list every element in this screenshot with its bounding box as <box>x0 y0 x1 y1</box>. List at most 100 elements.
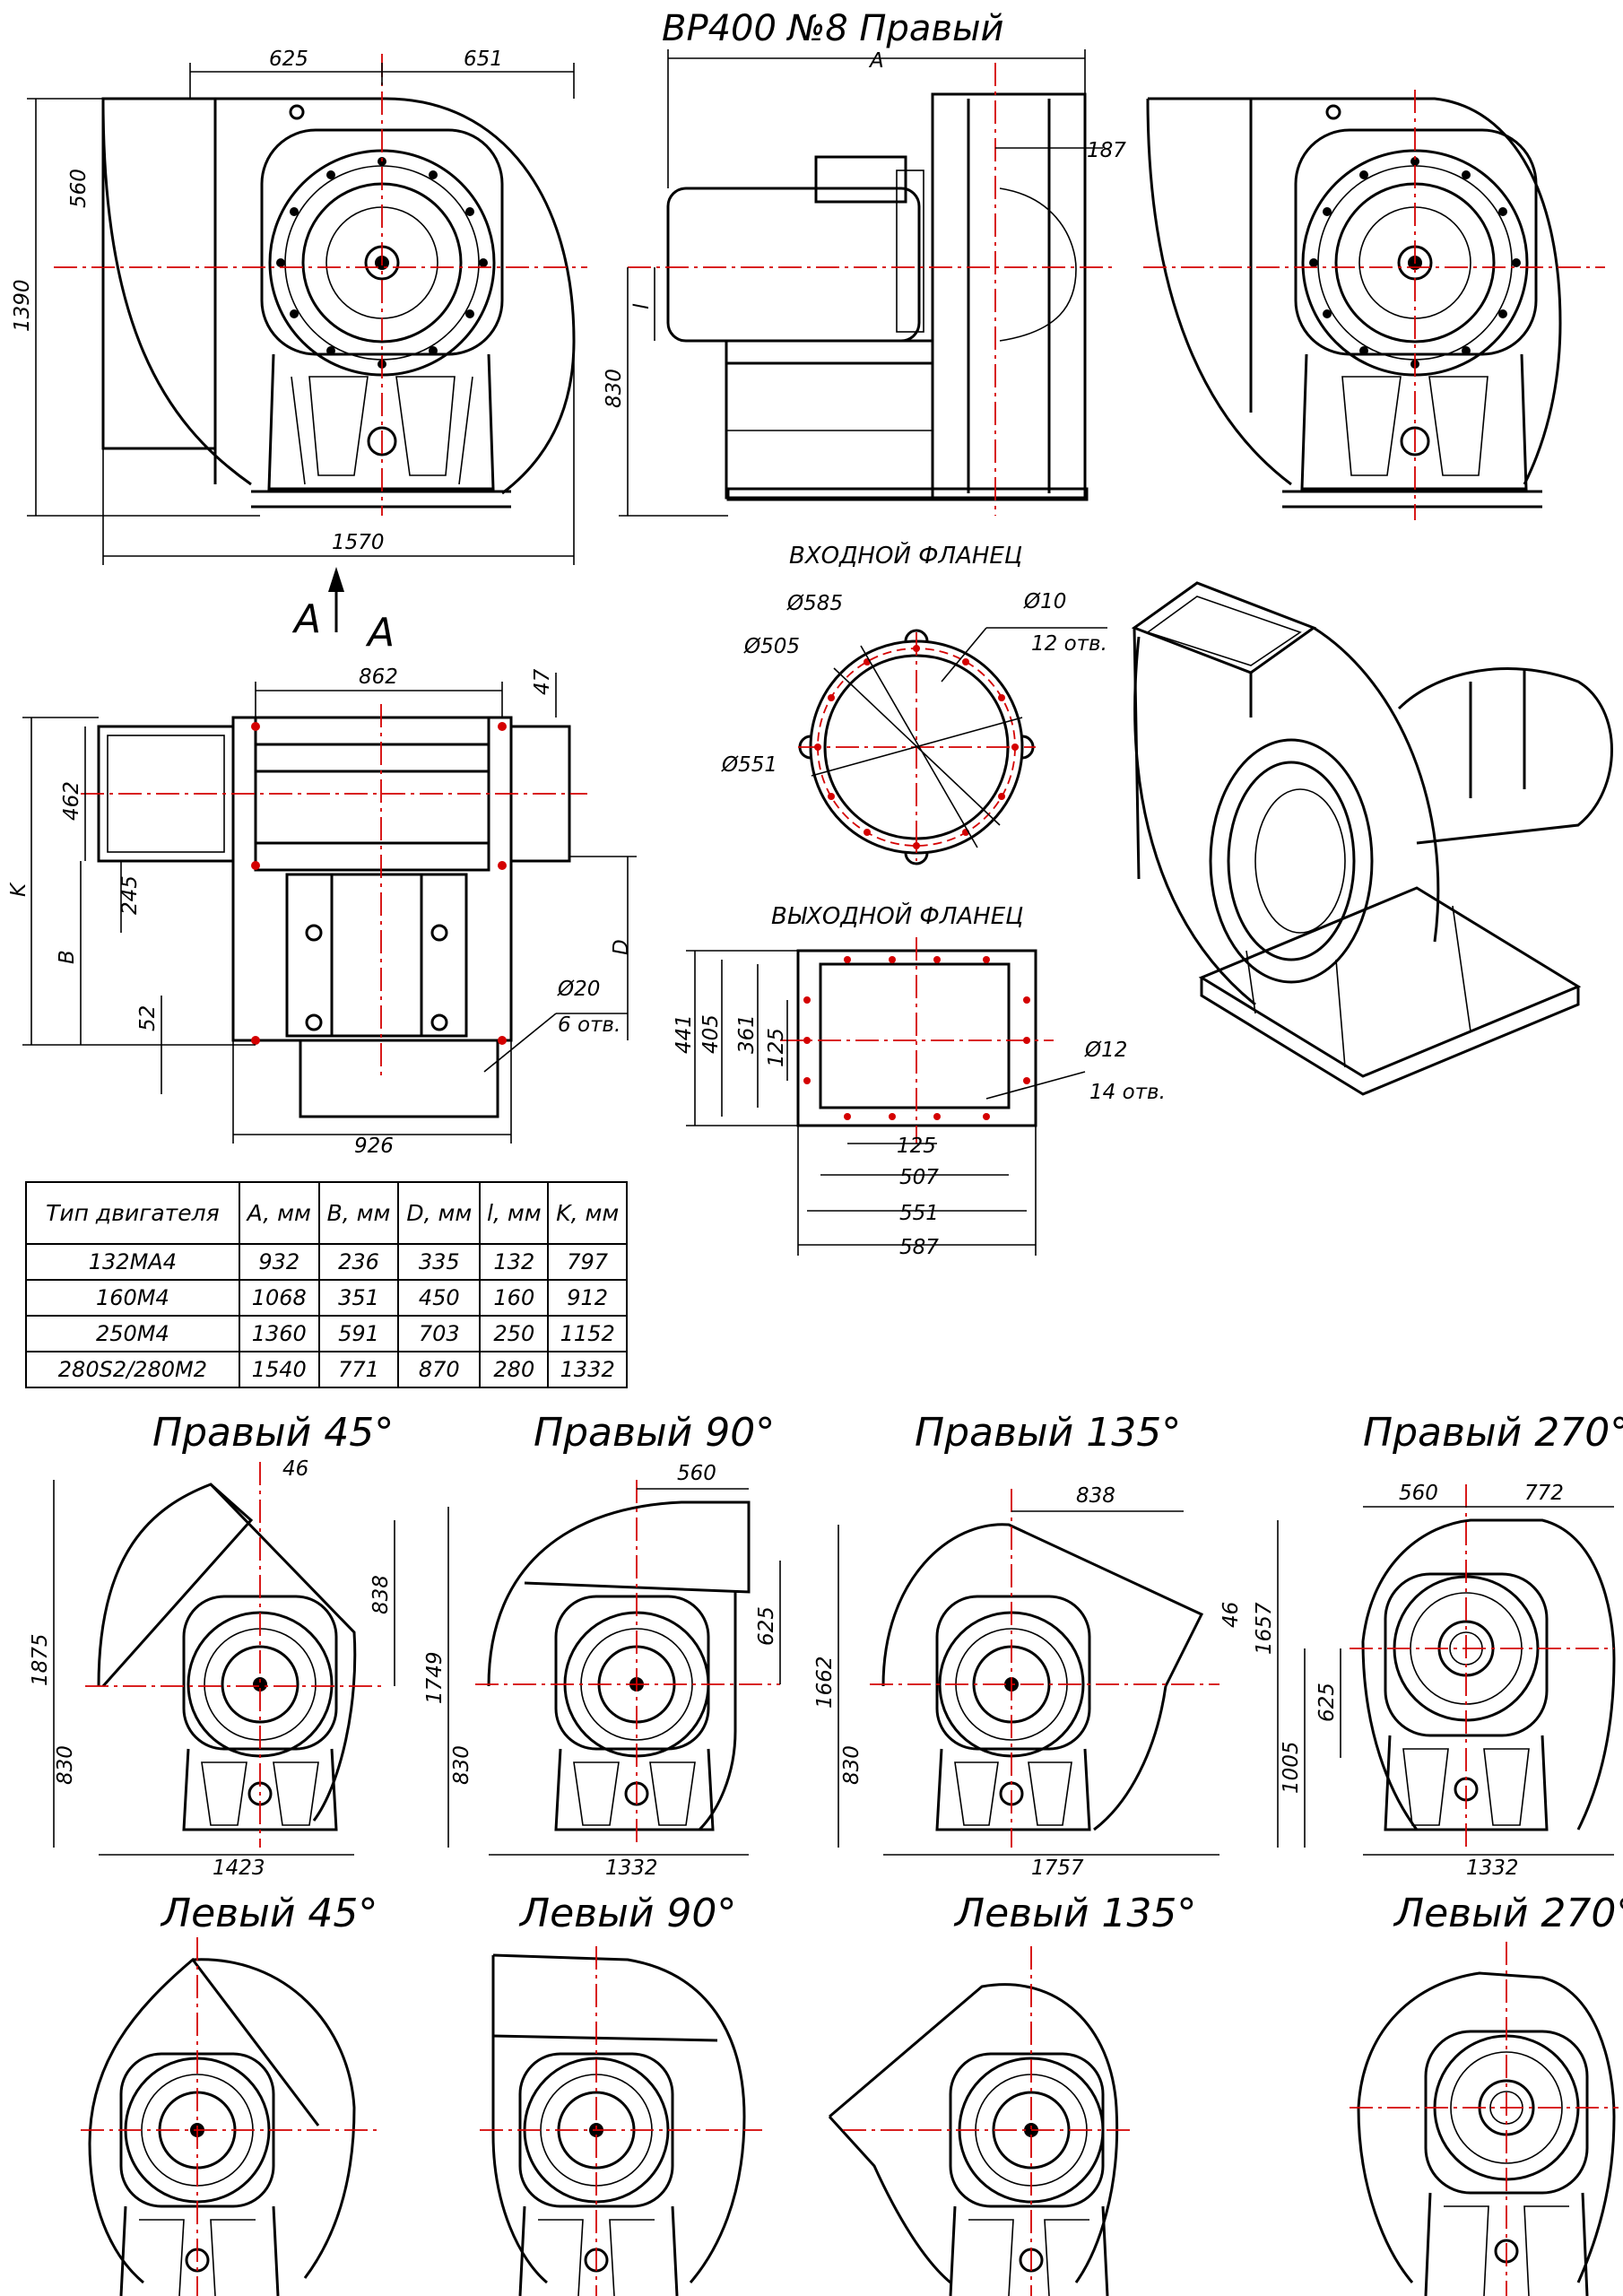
dim-plan-outlet-gap: 52 <box>136 1005 160 1031</box>
dim-plan-d: D <box>610 939 633 955</box>
r45-dim-a: 46 <box>282 1457 308 1481</box>
table-cell: 1332 <box>547 1351 628 1388</box>
table-cell: 280S2/280M2 <box>25 1351 240 1388</box>
dim-side-offset: 187 <box>1087 139 1126 162</box>
dim-plan-top-offset: 47 <box>531 668 554 695</box>
plan-view: A A 862 926 47 462 245 52 K B D Ø20 6 от… <box>7 567 637 1158</box>
r90-dim-height: 1749 <box>423 1651 447 1704</box>
r90-dim-b: 625 <box>755 1606 778 1646</box>
table-header: l, мм <box>479 1181 550 1245</box>
orientation-label-left-45: Левый 45° <box>160 1891 378 1936</box>
table-cell: 335 <box>397 1243 482 1281</box>
r270-dim-height: 1657 <box>1253 1602 1276 1655</box>
r270-dim-b: 625 <box>1315 1683 1339 1722</box>
table-cell: 797 <box>547 1243 628 1281</box>
dim-front-total-height: 1390 <box>11 279 34 332</box>
outlet-hole-diameter: Ø12 <box>1084 1039 1127 1062</box>
motor-table: Тип двигателя A, мм B, мм D, мм l, мм K,… <box>25 1181 628 1388</box>
outlet-dim-w0: 125 <box>897 1135 936 1158</box>
plan-hole-count: 6 отв. <box>558 1013 621 1037</box>
r135-dim-top: 838 <box>1076 1484 1115 1508</box>
r45-dim-height: 1875 <box>29 1633 52 1686</box>
fan-right-45: 1875 830 838 46 1423 <box>29 1457 395 1880</box>
orientation-views: Правый 45° Правый 90° Правый 135° Правый… <box>29 1410 1623 2296</box>
r45-dim-width: 1423 <box>213 1857 265 1880</box>
r270-dim-h2: 1005 <box>1280 1741 1303 1794</box>
table-cell: 250 <box>479 1315 550 1352</box>
dim-plan-outlet-offset: 245 <box>118 875 142 915</box>
dim-front-top-height: 560 <box>67 169 91 208</box>
r135-dim-axis: 830 <box>840 1745 864 1785</box>
table-cell: 132 <box>479 1243 550 1281</box>
table-cell: 870 <box>397 1351 482 1388</box>
inlet-dim-d1: Ø585 <box>786 592 843 615</box>
r135-dim-height: 1662 <box>813 1656 837 1709</box>
dim-plan-outlet-height: 462 <box>60 781 83 821</box>
table-cell: 1152 <box>547 1315 628 1352</box>
outlet-dim-w2: 551 <box>899 1202 939 1225</box>
table-header-row: Тип двигателя A, мм B, мм D, мм l, мм K,… <box>25 1181 628 1245</box>
orientation-label-right-270: Правый 270° <box>1363 1410 1623 1456</box>
table-cell: 250M4 <box>25 1315 240 1352</box>
fan-right-270: 560 772 1657 1005 625 1332 <box>1253 1482 1616 1880</box>
fan-left-45 <box>81 1937 377 2296</box>
table-cell: 160M4 <box>25 1279 240 1317</box>
dim-side-shaft-l: l <box>630 303 654 309</box>
side-view: A 187 830 l <box>603 49 1126 517</box>
table-cell: 1360 <box>238 1315 320 1352</box>
dim-side-axis-height: 830 <box>603 369 626 408</box>
outlet-dim-h3: 361 <box>735 1014 759 1054</box>
plan-hole-diameter: Ø20 <box>557 978 600 1001</box>
r90-dim-width: 1332 <box>605 1857 658 1880</box>
orientation-label-right-90: Правый 90° <box>534 1410 775 1456</box>
table-cell: 280 <box>479 1351 550 1388</box>
outlet-dim-w1: 507 <box>899 1166 939 1189</box>
fan-left-270 <box>1350 1942 1619 2296</box>
dim-plan-top-width: 862 <box>359 665 398 689</box>
orientation-label-left-270: Левый 270° <box>1393 1891 1623 1936</box>
r270-dim-width: 1332 <box>1466 1857 1519 1880</box>
outlet-flange: ВЫХОДНОЙ ФЛАНЕЦ 441 405 361 125 125 507 … <box>673 901 1166 1259</box>
r90-dim-axis: 830 <box>450 1745 473 1785</box>
table-row: 280S2/280M2 1540 771 870 280 1332 <box>25 1351 628 1388</box>
table-cell: 160 <box>479 1279 550 1317</box>
front-view-right <box>1143 90 1605 520</box>
outlet-flange-title: ВЫХОДНОЙ ФЛАНЕЦ <box>771 901 1023 930</box>
dim-front-right-width: 651 <box>464 48 503 71</box>
table-cell: 703 <box>397 1315 482 1352</box>
orientation-label-right-45: Правый 45° <box>152 1410 394 1456</box>
table-cell: 1068 <box>238 1279 320 1317</box>
view-arrow-label-2: A <box>365 610 395 656</box>
view-arrow-label: A <box>291 596 321 642</box>
table-cell: 912 <box>547 1279 628 1317</box>
dim-side-length-a: A <box>868 49 884 73</box>
orientation-label-left-90: Левый 90° <box>518 1891 736 1936</box>
table-header: A, мм <box>238 1181 320 1245</box>
dim-plan-b: B <box>56 950 79 964</box>
fan-right-90: 560 625 1749 830 1332 <box>423 1462 781 1880</box>
table-cell: 591 <box>317 1315 400 1352</box>
outlet-dim-h1: 441 <box>673 1014 696 1054</box>
outlet-hole-count: 14 отв. <box>1089 1081 1166 1104</box>
inlet-flange-title: ВХОДНОЙ ФЛАНЕЦ <box>789 541 1022 570</box>
orientation-label-right-135: Правый 135° <box>915 1410 1181 1456</box>
outlet-dim-w3: 587 <box>899 1236 939 1259</box>
table-row: 160M4 1068 351 450 160 912 <box>25 1279 628 1317</box>
fan-left-90 <box>480 1946 762 2296</box>
inlet-dim-d3: Ø551 <box>721 753 777 777</box>
dim-plan-k: K <box>7 882 30 897</box>
r45-dim-axis: 830 <box>54 1745 77 1785</box>
table-header: K, мм <box>547 1181 628 1245</box>
table-header: D, мм <box>397 1181 482 1245</box>
front-view: 625 651 1570 1390 560 <box>11 48 587 565</box>
dim-front-left-width: 625 <box>269 48 308 71</box>
r270-dim-top-left: 560 <box>1399 1482 1438 1505</box>
r45-dim-b: 838 <box>369 1575 393 1614</box>
orientation-label-left-135: Левый 135° <box>953 1891 1196 1936</box>
fan-right-135: 838 46 1662 830 1757 <box>813 1484 1243 1880</box>
table-header: B, мм <box>317 1181 400 1245</box>
table-cell: 351 <box>317 1279 400 1317</box>
table-cell: 450 <box>397 1279 482 1317</box>
